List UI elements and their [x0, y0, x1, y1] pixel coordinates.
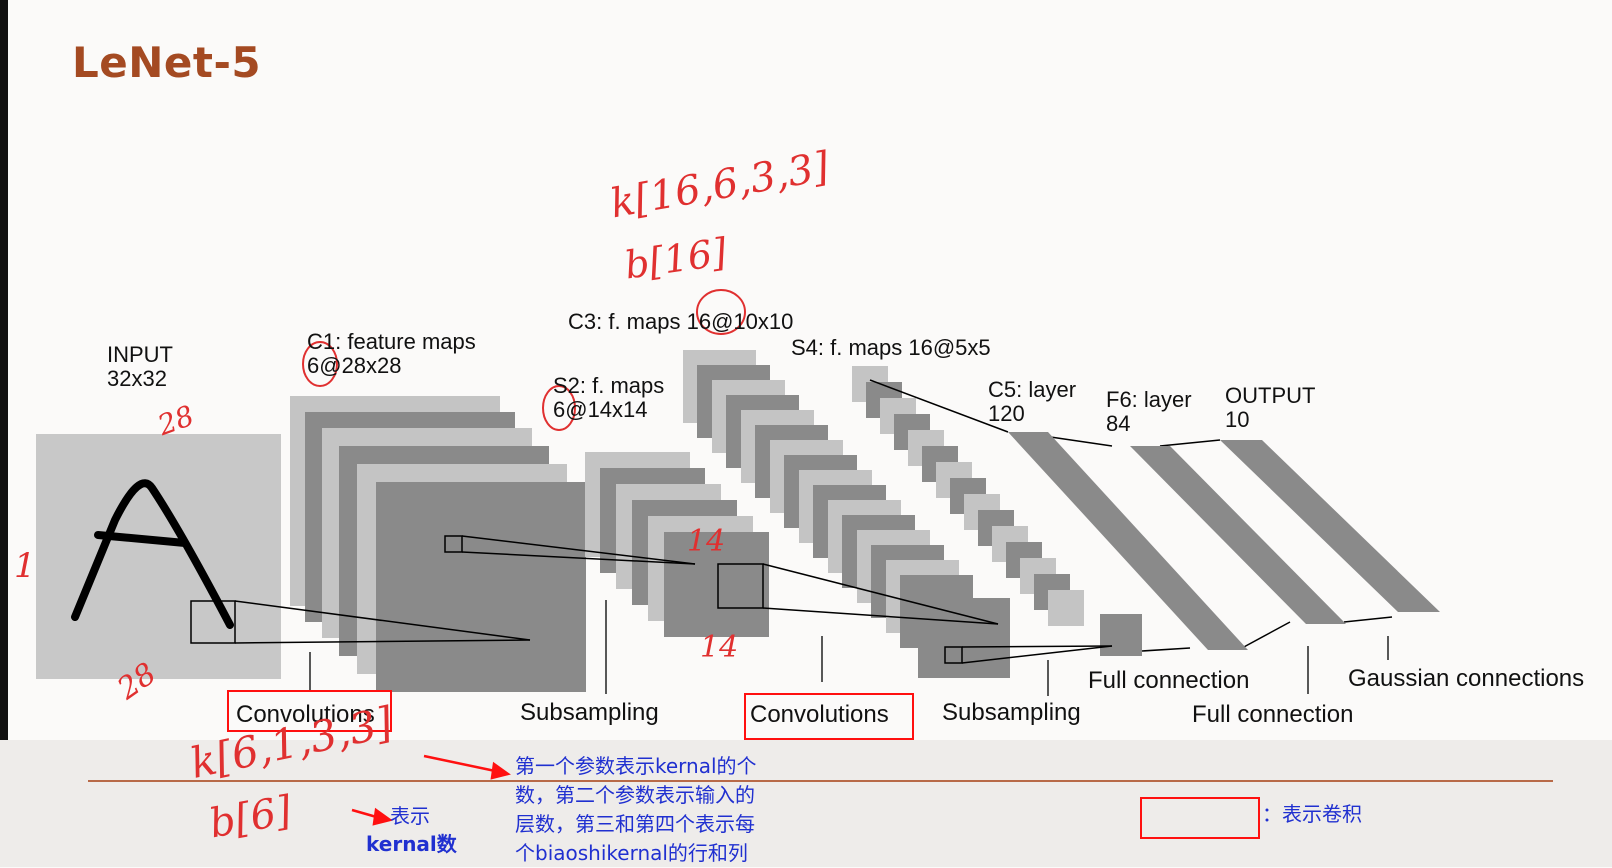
output-layer [1220, 440, 1440, 612]
bottom-band [0, 740, 1612, 867]
projection-lines [234, 379, 1393, 664]
output-label: OUTPUT 10 [1225, 383, 1316, 432]
input-image [36, 434, 281, 679]
c1-label: C1: feature maps 6@28x28 [307, 329, 476, 378]
c1-receptive-field [444, 535, 463, 553]
divider-line [88, 780, 1553, 782]
f6-label: F6: layer 84 [1106, 387, 1192, 436]
handwriting-1: 1 [14, 546, 36, 586]
conv1-highlight-box [227, 690, 392, 732]
op-subsampling-1: Subsampling [520, 699, 659, 726]
red-annotation-circles [302, 289, 746, 431]
c3-label: C3: f. maps 16@10x10 [568, 309, 794, 334]
op-subsampling-2: Subsampling [942, 699, 1081, 726]
s2-label: S2: f. maps 6@14x14 [553, 373, 665, 422]
op-gaussian-connections: Gaussian connections [1348, 665, 1585, 692]
letter-a-glyph [71, 479, 234, 629]
conv2-highlight-box [744, 693, 914, 740]
input-label: INPUT 32x32 [107, 342, 173, 391]
s2-receptive-field [717, 563, 764, 609]
c1-feature-maps [290, 396, 586, 692]
f6-layer [1130, 446, 1346, 624]
s4-feature-maps [852, 366, 1142, 656]
op-full-connection-2: Full connection [1192, 701, 1354, 728]
c5-layer [1008, 432, 1248, 650]
op-convolutions-1: Convolutions [236, 701, 375, 728]
op-full-connection-1: Full connection [1088, 667, 1250, 694]
handwriting-14-top: 14 [687, 524, 726, 559]
legend-box [1140, 797, 1260, 839]
note-param-meaning: 第一个参数表示kernal的个 数，第二个参数表示输入的 层数，第三和第四个表示… [515, 754, 757, 865]
s2-feature-maps [585, 452, 769, 637]
c3-receptive-field [944, 646, 963, 664]
c3-feature-maps [683, 350, 1010, 678]
left-edge-bar [0, 0, 8, 867]
note-conv-legend: ：表示卷积 [1262, 802, 1362, 826]
c5-label: C5: layer 120 [988, 377, 1077, 426]
fc-layers [1008, 432, 1440, 650]
note-kernel-count-2: kernal数 [366, 832, 457, 856]
s4-label: S4: f. maps 16@5x5 [791, 335, 991, 360]
op-convolutions-2: Convolutions [750, 701, 889, 728]
separator-ticks [309, 600, 1389, 696]
note-kernel-count-1: 表示 [390, 804, 430, 828]
page-title: LeNet-5 [72, 38, 262, 87]
input-receptive-field-inner [190, 600, 236, 644]
red-arrows [351, 754, 511, 826]
handwriting-14-bottom: 14 [700, 630, 739, 665]
